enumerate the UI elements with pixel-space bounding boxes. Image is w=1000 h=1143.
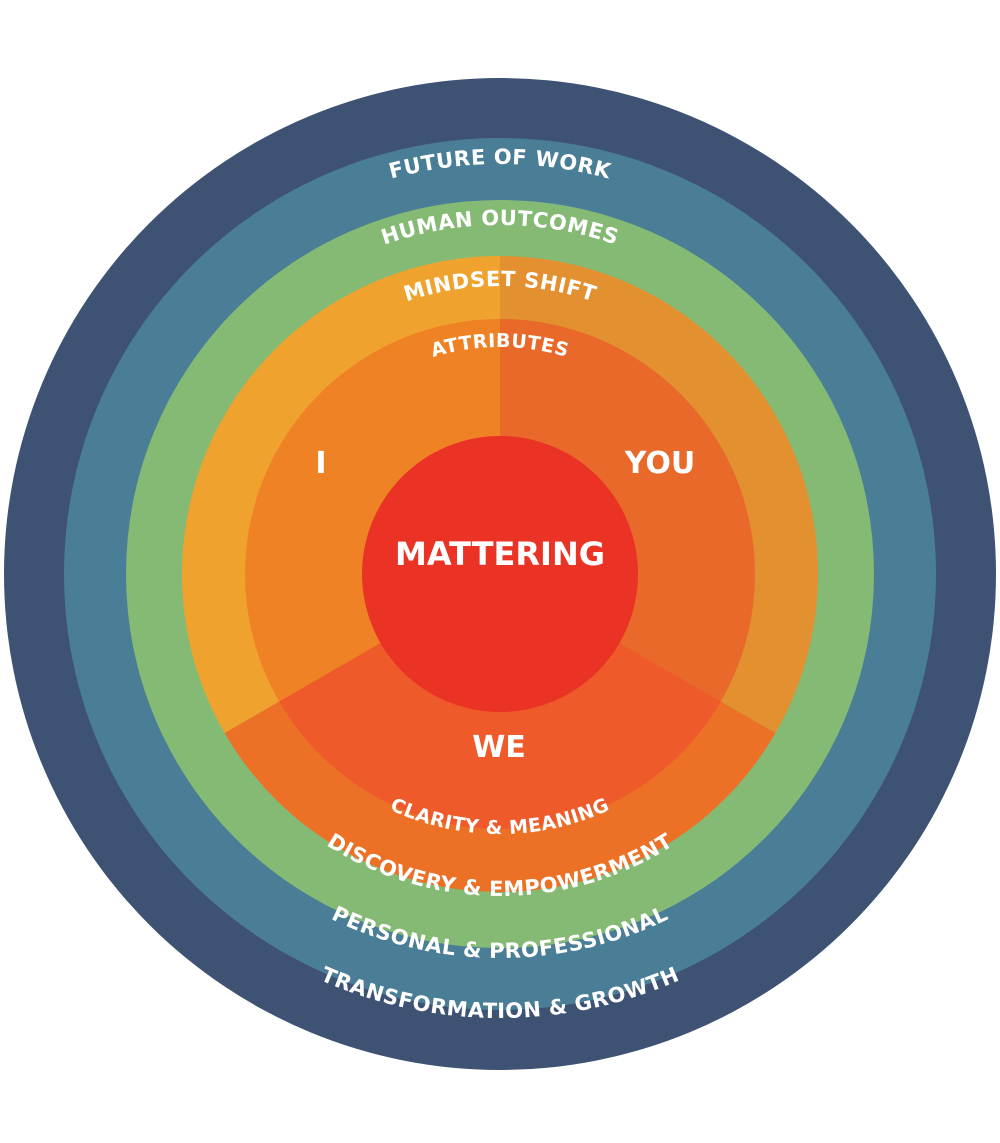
mattering-core	[362, 436, 638, 712]
sector-i-label: I	[315, 446, 326, 481]
sector-you-label: YOU	[624, 446, 696, 481]
sector-we-label: WE	[472, 730, 526, 765]
mattering-label: MATTERING	[395, 535, 605, 573]
